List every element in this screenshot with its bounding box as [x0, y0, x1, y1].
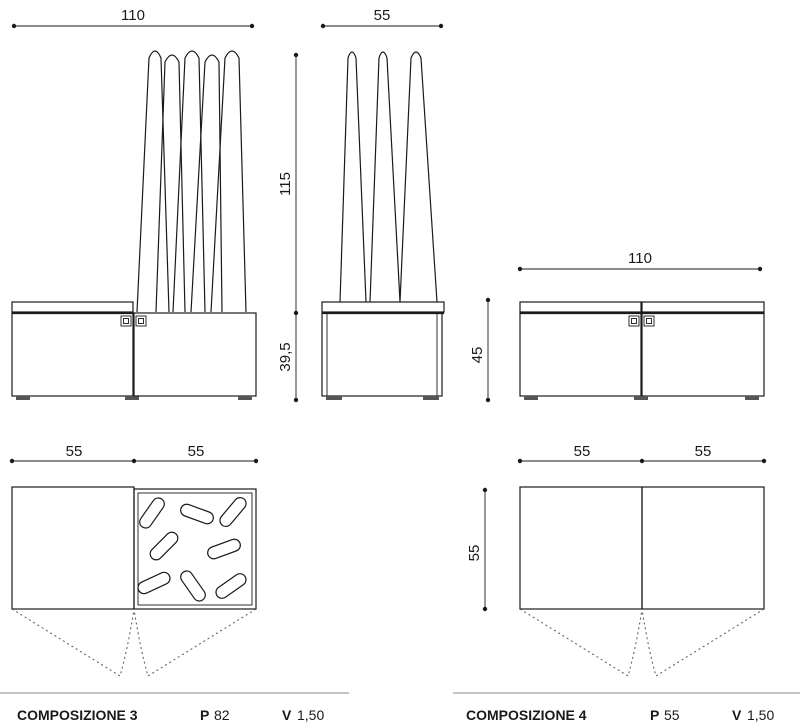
dim-plan4-depth: 55 — [466, 487, 488, 612]
plan3-planter — [133, 488, 257, 610]
dim-front4-height: 45 — [469, 297, 491, 403]
plan3-prong-capsules — [137, 496, 247, 602]
plan3-door-swing — [11, 608, 257, 677]
caption-comp3-name: COMPOSIZIONE 3 — [17, 707, 138, 723]
dim-label-front4-height: 45 — [469, 347, 486, 364]
caption-comp4-name: COMPOSIZIONE 4 — [466, 707, 587, 723]
side-unit-body — [321, 301, 445, 400]
comp3-side-elevation: 55 115 39,5 — [277, 7, 445, 403]
caption-comp3-v-label: V — [282, 707, 292, 723]
side-prongs — [339, 51, 438, 303]
dim-plan3-widths: 55 55 — [9, 443, 259, 464]
dim-label-plan4-right: 55 — [695, 443, 712, 460]
connector-square-icon — [120, 315, 147, 327]
backrest-prongs — [136, 50, 247, 313]
dim-front3-width: 110 — [11, 7, 255, 29]
plan4-right-seat — [641, 486, 765, 610]
plan4-door-swing — [519, 608, 765, 677]
dim-front4-width: 110 — [517, 250, 763, 272]
comp3-plan-view: 55 55 — [9, 443, 259, 677]
plan4-left-seat — [519, 486, 643, 610]
dim-side3-width: 55 — [320, 7, 444, 29]
dim-plan4-widths: 55 55 — [517, 443, 767, 464]
caption-comp3-p-value: 82 — [214, 707, 230, 723]
plan3-left-seat — [11, 486, 135, 610]
caption-comp3: COMPOSIZIONE 3 P 82 V 1,50 — [17, 707, 324, 723]
dim-label-plan4-left: 55 — [574, 443, 591, 460]
dim-label-side3-total: 115 — [277, 172, 294, 196]
right-planter-unit — [133, 312, 257, 400]
dim-side3-heights: 115 39,5 — [277, 52, 299, 403]
caption-comp4-p-value: 55 — [664, 707, 680, 723]
dim-label-side3-seat: 39,5 — [277, 342, 294, 371]
dim-label-front4-width: 110 — [628, 250, 652, 267]
comp3-front-elevation: 110 — [11, 7, 257, 400]
comp4-plan-view: 55 55 55 — [466, 443, 767, 677]
dim-label-plan3-left: 55 — [66, 443, 83, 460]
dim-label-front3-width: 110 — [121, 7, 145, 24]
comp4-front-elevation: 110 45 — [469, 250, 765, 403]
dim-label-plan4-depth: 55 — [466, 545, 483, 562]
connector-square-icon — [628, 315, 655, 327]
dim-label-side3-width: 55 — [374, 7, 391, 24]
caption-comp3-v-value: 1,50 — [297, 707, 324, 723]
caption-comp4: COMPOSIZIONE 4 P 55 V 1,50 — [466, 707, 774, 723]
dim-label-plan3-right: 55 — [188, 443, 205, 460]
left-seat-unit — [11, 301, 139, 400]
caption-comp4-v-value: 1,50 — [747, 707, 774, 723]
caption-comp4-p-label: P — [650, 707, 659, 723]
caption-comp3-p-label: P — [200, 707, 209, 723]
caption-comp4-v-label: V — [732, 707, 742, 723]
double-seat-unit — [519, 301, 765, 400]
